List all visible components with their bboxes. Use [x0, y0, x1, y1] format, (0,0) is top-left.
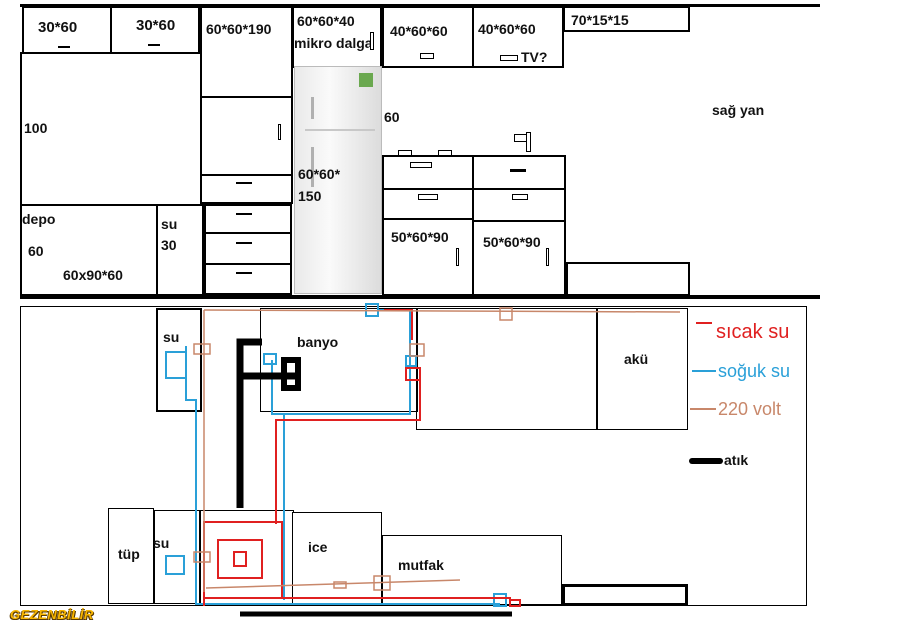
bathroom-room — [260, 308, 418, 412]
shelf-label: 70*15*15 — [571, 12, 629, 28]
legend-cold-label: soğuk su — [718, 361, 791, 381]
base-cabinet-right — [472, 220, 566, 296]
water-tank-upper — [156, 308, 202, 412]
counter-left — [382, 155, 474, 190]
cabinet-30-a-label: 30*60 — [38, 19, 78, 36]
bathroom-label: banyo — [297, 334, 339, 350]
handle — [410, 162, 432, 168]
water-tank-upper-label: su — [163, 329, 180, 345]
fridge-size-label-2: 150 — [298, 188, 322, 204]
upper-cabinet-40-b-label: 40*60*60 — [478, 21, 536, 37]
kitchen-label: mutfak — [398, 557, 444, 573]
base-cabinet-right-label: 50*60*90 — [483, 234, 541, 250]
depo-label: depo — [22, 211, 56, 227]
water-tank-lower-label: su — [153, 535, 170, 551]
handle — [370, 32, 374, 50]
handle — [512, 194, 528, 200]
fridge-size-label: 60*60* — [298, 166, 341, 182]
legend-hot-label: sıcak su — [716, 321, 790, 343]
android-sticker — [359, 73, 373, 87]
handle — [456, 248, 459, 266]
handle — [58, 46, 70, 48]
kitchen-counter — [382, 535, 562, 605]
handle — [236, 182, 252, 184]
waste-pipes — [236, 338, 301, 508]
legend-waste-label: atık — [724, 452, 749, 468]
handle — [236, 213, 252, 215]
height-100-label: 100 — [24, 120, 48, 136]
site-logo: GEZENBİLİR — [10, 607, 94, 622]
cold-water-pipes — [165, 303, 507, 607]
floor-line — [20, 295, 820, 299]
handle — [278, 124, 281, 140]
base-cabinet-left-label: 50*60*90 — [391, 229, 449, 245]
tall-cabinet-label: 60*60*190 — [206, 21, 272, 37]
gas-tube-box — [108, 508, 154, 604]
cabinet-30-b — [110, 6, 200, 54]
handle — [420, 53, 434, 59]
microwave-size-label: 60*60*40 — [297, 13, 355, 29]
handle — [148, 44, 160, 46]
depo-dims-label: 60x90*60 — [63, 267, 123, 283]
handle — [510, 169, 526, 172]
right-side-label: sağ yan — [712, 102, 765, 118]
depo-cabinet — [20, 204, 158, 296]
gas-tube-label: tüp — [118, 546, 140, 562]
low-cabinet — [566, 262, 690, 296]
stove-knob — [398, 150, 412, 156]
shelf-70 — [563, 6, 690, 32]
upper-cabinet-40-a-label: 40*60*60 — [390, 23, 448, 39]
faucet-stem — [526, 132, 531, 152]
handle — [236, 272, 252, 274]
tv-label: TV? — [521, 49, 548, 65]
upper-cabinet-40-b — [472, 6, 564, 68]
legend-power-label: 220 volt — [718, 399, 782, 419]
battery-area — [596, 308, 688, 430]
sixty-label: 60 — [384, 109, 400, 125]
floor-plan-outline — [20, 306, 807, 606]
power-lines — [193, 307, 681, 592]
microwave-label: mikro dalga — [294, 35, 373, 51]
handle — [546, 248, 549, 266]
cabinet-30-b-label: 30*60 — [136, 17, 176, 34]
fridge-image — [294, 66, 382, 294]
handle — [418, 194, 438, 200]
handle — [236, 242, 252, 244]
tall-cabinet-drawer — [200, 174, 293, 204]
drawer-stack-3 — [204, 263, 292, 295]
stove-knob — [438, 150, 452, 156]
battery-label: akü — [624, 351, 649, 367]
handle — [500, 55, 518, 61]
water-cabinet — [156, 204, 204, 296]
low-bench — [562, 584, 688, 606]
hot-water-pipes — [203, 309, 521, 607]
drawer-right — [472, 188, 566, 222]
water-30-label: 30 — [161, 237, 177, 253]
water-label: su — [161, 216, 178, 232]
depo-60-label: 60 — [28, 243, 44, 259]
ceiling-line — [20, 4, 820, 7]
ice-label: ice — [308, 539, 328, 555]
